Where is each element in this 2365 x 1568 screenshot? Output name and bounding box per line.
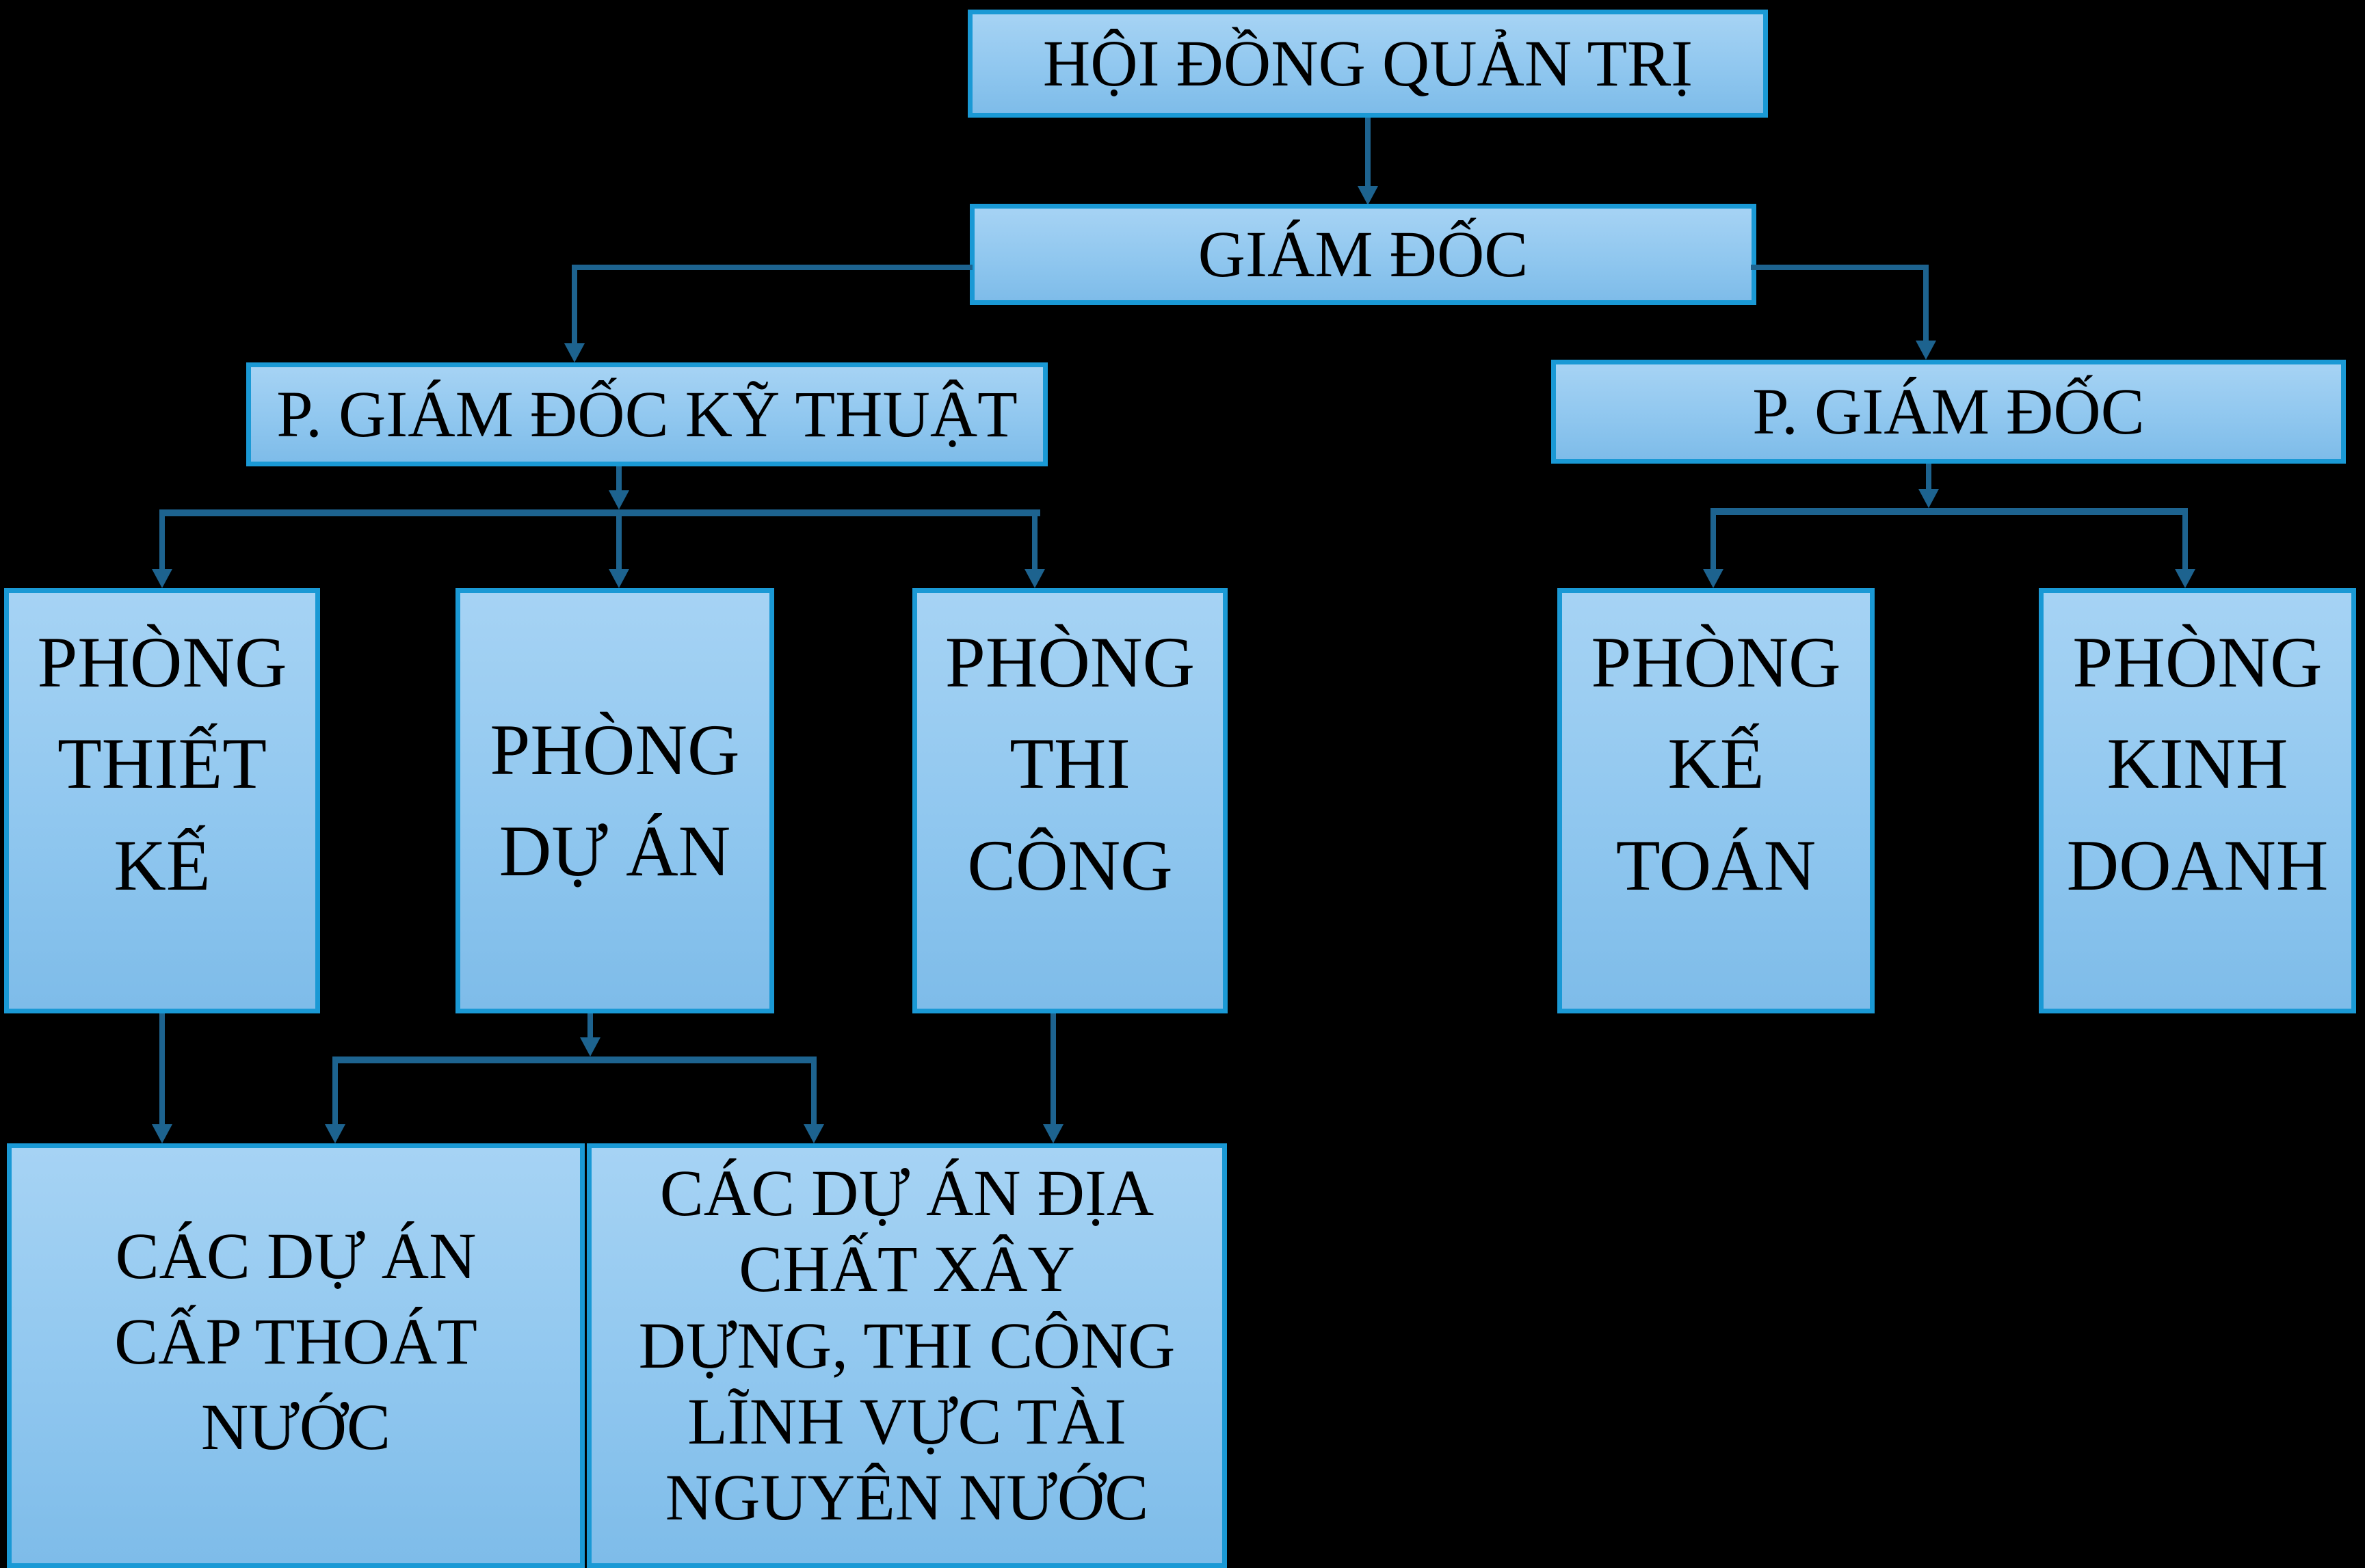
node-label: PHÒNG KẾ TOÁN [1591,622,1841,905]
org-node-business-department: PHÒNG KINH DOANH [2039,588,2356,1013]
org-node-construction-department: PHÒNG THI CÔNG [912,588,1228,1013]
arrowhead-deputy-general-split [1918,489,1939,508]
connector-drop-geology-projects [811,1063,817,1124]
connector-drop-accounting [1710,515,1716,569]
arrowhead-water-projects-right [325,1124,345,1143]
node-label: PHÒNG DỰ ÁN [490,709,740,891]
node-label: PHÒNG THIẾT KẾ [37,622,287,905]
node-label: CÁC DỰ ÁN CẤP THOÁT NƯỚC [114,1219,477,1463]
connector-left-split-bar [159,509,1040,516]
arrowhead-water-projects-left [152,1124,172,1143]
arrowhead-accounting-dept [1703,569,1723,588]
node-label: CÁC DỰ ÁN ĐỊA CHẤT XÂY DỰNG, THI CÔNG LĨ… [638,1156,1176,1534]
connector-deputy-general-stem [1926,464,1931,489]
connector-deputy-technical-stem [616,466,622,490]
arrowhead-project-split [580,1037,600,1057]
node-label: PHÒNG KINH DOANH [2066,622,2329,905]
arrowhead-geology-projects-right [1043,1124,1063,1143]
connector-director-left-horizontal [572,265,973,270]
org-node-deputy-technical-director: P. GIÁM ĐỐC KỸ THUẬT [246,362,1048,466]
arrowhead-design-dept [152,569,172,588]
connector-drop-construction [1032,516,1038,569]
node-label: HỘI ĐỒNG QUẢN TRỊ [1042,27,1693,100]
org-node-geology-construction-projects: CÁC DỰ ÁN ĐỊA CHẤT XÂY DỰNG, THI CÔNG LĨ… [587,1143,1227,1568]
node-label: GIÁM ĐỐC [1198,217,1529,291]
connector-director-right-horizontal [1751,265,1929,270]
org-node-design-department: PHÒNG THIẾT KẾ [4,588,320,1013]
org-node-water-supply-projects: CÁC DỰ ÁN CẤP THOÁT NƯỚC [7,1143,585,1568]
org-node-project-department: PHÒNG DỰ ÁN [455,588,774,1013]
arrowhead-deputy-general [1916,341,1936,360]
arrowhead-geology-projects-left [804,1124,824,1143]
connector-drop-water-projects [332,1063,338,1124]
connector-drop-business [2182,515,2188,569]
org-node-director: GIÁM ĐỐC [970,204,1756,305]
arrowhead-business-dept [2175,569,2195,588]
connector-director-left-vertical [572,265,577,345]
node-label: P. GIÁM ĐỐC KỸ THUẬT [276,377,1018,451]
connector-drop-design [159,516,165,569]
arrowhead-project-dept [609,569,629,588]
connector-drop-project [616,516,622,569]
connector-project-stem [587,1013,593,1037]
arrowhead-deputy-technical-split [609,490,629,509]
connector-design-water-stem [159,1013,165,1124]
connector-director-right-vertical [1923,265,1929,341]
org-node-deputy-director: P. GIÁM ĐỐC [1551,360,2346,464]
arrowhead-board-director [1358,186,1378,205]
node-label: PHÒNG THI CÔNG [944,622,1195,905]
arrowhead-deputy-technical [564,343,585,362]
connector-right-split-bar [1710,508,2188,515]
org-node-accounting-department: PHÒNG KẾ TOÁN [1557,588,1875,1013]
arrowhead-construction-dept [1025,569,1045,588]
node-label: P. GIÁM ĐỐC [1752,375,2145,448]
connector-construction-geology-stem [1051,1013,1056,1124]
org-node-board-of-directors: HỘI ĐỒNG QUẢN TRỊ [968,10,1768,118]
connector-bottom-split-bar [332,1057,817,1063]
connector-board-director-stem [1365,118,1371,186]
